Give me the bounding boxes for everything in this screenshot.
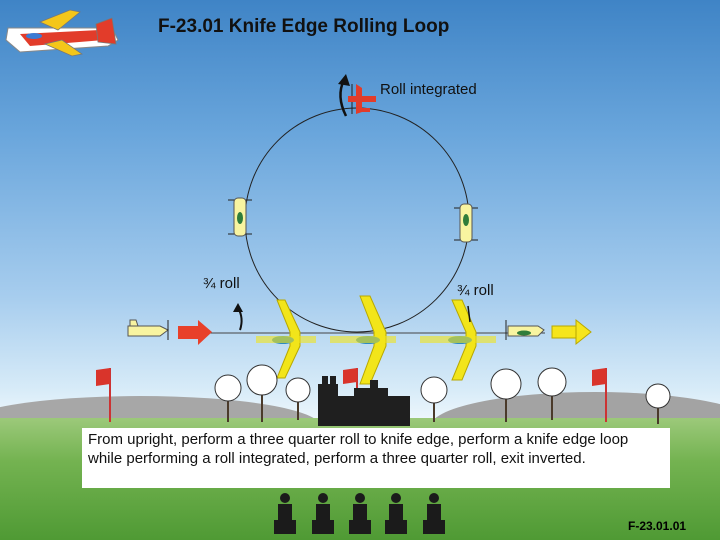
exit-airplane-icon [506,320,544,340]
maneuver-description: From upright, perform a three quarter ro… [82,428,670,488]
tree-3-icon [286,378,310,420]
left-roll-arrow-icon [233,303,243,330]
logo-airplane-icon [6,10,118,56]
tree-7-icon [646,384,670,424]
tree-4-icon [421,377,447,422]
page-title: F-23.01 Knife Edge Rolling Loop [158,16,449,38]
left-knife-edge-airplane-icon [228,198,252,236]
right-flag-icon [592,368,606,422]
tree-2-icon [247,365,277,422]
entry-arrow-icon [178,320,212,345]
right-knife-edge-airplane-icon [454,204,478,242]
right-three-quarter-roll-label: ¾ roll [457,282,494,299]
exit-arrow-icon [552,320,591,344]
tree-6-icon [538,368,566,420]
loop-path [245,108,469,332]
roll-integrated-label: Roll integrated [380,81,477,98]
tree-1-icon [215,375,241,422]
tree-5-icon [491,369,521,422]
top-airplane-icon [348,84,376,114]
judges-icon [274,493,445,534]
entry-airplane-icon [128,320,168,340]
yellow-airplane-2-icon [330,296,396,384]
left-flag-icon [96,368,110,422]
maneuver-code: F-23.01.01 [628,519,686,533]
yellow-airplane-3-icon [420,300,496,380]
left-three-quarter-roll-label: ¾ roll [203,275,240,292]
